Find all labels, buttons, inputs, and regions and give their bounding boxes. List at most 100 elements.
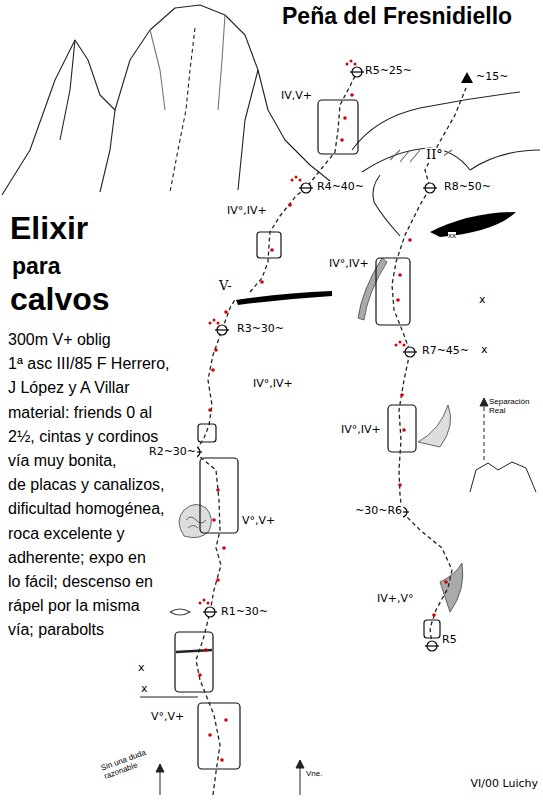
mountain-sketch [60,40,75,140]
mark: x [478,294,487,307]
bolt-dot [270,248,274,252]
bolt-dot [343,116,347,120]
route-description: lo fácil; descenso en [8,572,153,591]
belay-label: R1~30~ [220,606,269,619]
rock-features [140,696,198,697]
hatched-rock [418,405,451,447]
mark: x [137,662,146,675]
summit-label: ~15~ [475,71,509,84]
bolt-dot [224,310,228,314]
belay-symbol [350,71,364,72]
pitch-box [175,632,213,692]
belay-label: R8~50~ [443,181,492,194]
signature: VI/00 Luichy [470,778,539,791]
route-description: vía muy bonita, [8,451,117,470]
rock-features [352,92,520,150]
bolt-dot [222,546,226,550]
grade-label: V°,V+ [150,711,185,724]
direction-arrow [480,398,488,406]
note: Separación Real [489,398,539,416]
grade-label: V- [218,279,233,294]
belay-symbol [423,187,437,188]
bolt-dot [291,179,294,182]
belay-label: R3~30~ [236,323,285,336]
bolt-dot [211,368,215,372]
bolt-dot [208,733,212,737]
direction-arrow [156,398,488,795]
bolt-dot [400,393,404,397]
bolt-dot [432,613,436,617]
route-name: para [12,255,61,278]
bolt-dot [340,138,344,142]
belay-label: R4~40~ [316,181,365,194]
bolt-dot [395,344,398,347]
mountain-sketch [238,70,258,190]
belay-symbol [403,351,417,352]
route-description: dificultad homogénea, [8,499,165,518]
direction-arrow [160,770,161,795]
bolt-dot [403,344,406,347]
route-description: adherente; expo en [8,548,146,567]
belay-symbol [203,611,217,612]
mountain-sketch [100,110,115,192]
grade-label: IV°,IV+ [226,205,268,218]
sketch-route [170,28,195,192]
bolt-dot [224,718,228,722]
hatched-rock [179,258,463,612]
route-description: 2½, cintas y cordinos [8,427,158,446]
overhang [236,291,332,305]
bolt-dot [408,238,412,242]
route-description: J López y A Villar [8,378,130,397]
bolt-dot [208,408,212,412]
route-description: de placas y canalizos, [8,475,165,494]
bolt-dot [398,273,402,277]
pitch-box [376,258,410,325]
belay-label: R2~30~ [148,446,197,459]
bolt-dot [207,602,210,605]
pitch-box [175,100,440,769]
pitch-box [388,405,416,452]
note: Sin una duda razonable [100,749,151,782]
title: Peña del Fresnidiello [282,4,512,29]
grade-label: II° [425,148,444,163]
route-description: roca excelente y [8,524,125,543]
summit-marker [461,72,473,83]
mark: x [140,683,149,696]
grade-label: IV°,IV+ [340,424,382,437]
direction-arrow [300,766,301,795]
grade-label: IV+,V° [376,593,415,606]
hatched-rock [186,517,206,528]
rock-features [470,150,540,170]
bolt-dot [299,179,302,182]
belay-symbol [425,645,439,646]
bolt-dot [214,348,218,352]
bolt-dot [198,673,202,677]
route-description: vía; parabolts [8,620,104,639]
belay-label: R5~25~ [364,65,413,78]
bolt-dot [346,63,349,66]
grade-label: IV°,IV+ [328,258,370,271]
bolt-dot [402,428,406,432]
bolt-dot [396,298,400,302]
route-description: rápel por la misma [8,596,140,615]
bolt-dot [354,63,357,66]
mountain-sketch [2,5,335,195]
overhang [430,212,516,237]
bolt-dot [203,599,206,602]
route-line [392,88,466,646]
direction-arrow [156,764,164,772]
belay-symbol [215,329,229,330]
belay-label: ~30~R6 [354,505,403,518]
grade-label: IV,V+ [280,90,313,103]
bolt-dot [216,578,220,582]
bolt-dot [444,580,448,584]
route-name: calvos [10,283,110,315]
pitch-box [198,703,240,769]
rock-features [373,175,400,236]
bolt-dot [199,602,202,605]
route-description: 300m V+ oblig [8,330,111,349]
bolt-dot [350,60,353,63]
belay-symbol [299,187,313,188]
